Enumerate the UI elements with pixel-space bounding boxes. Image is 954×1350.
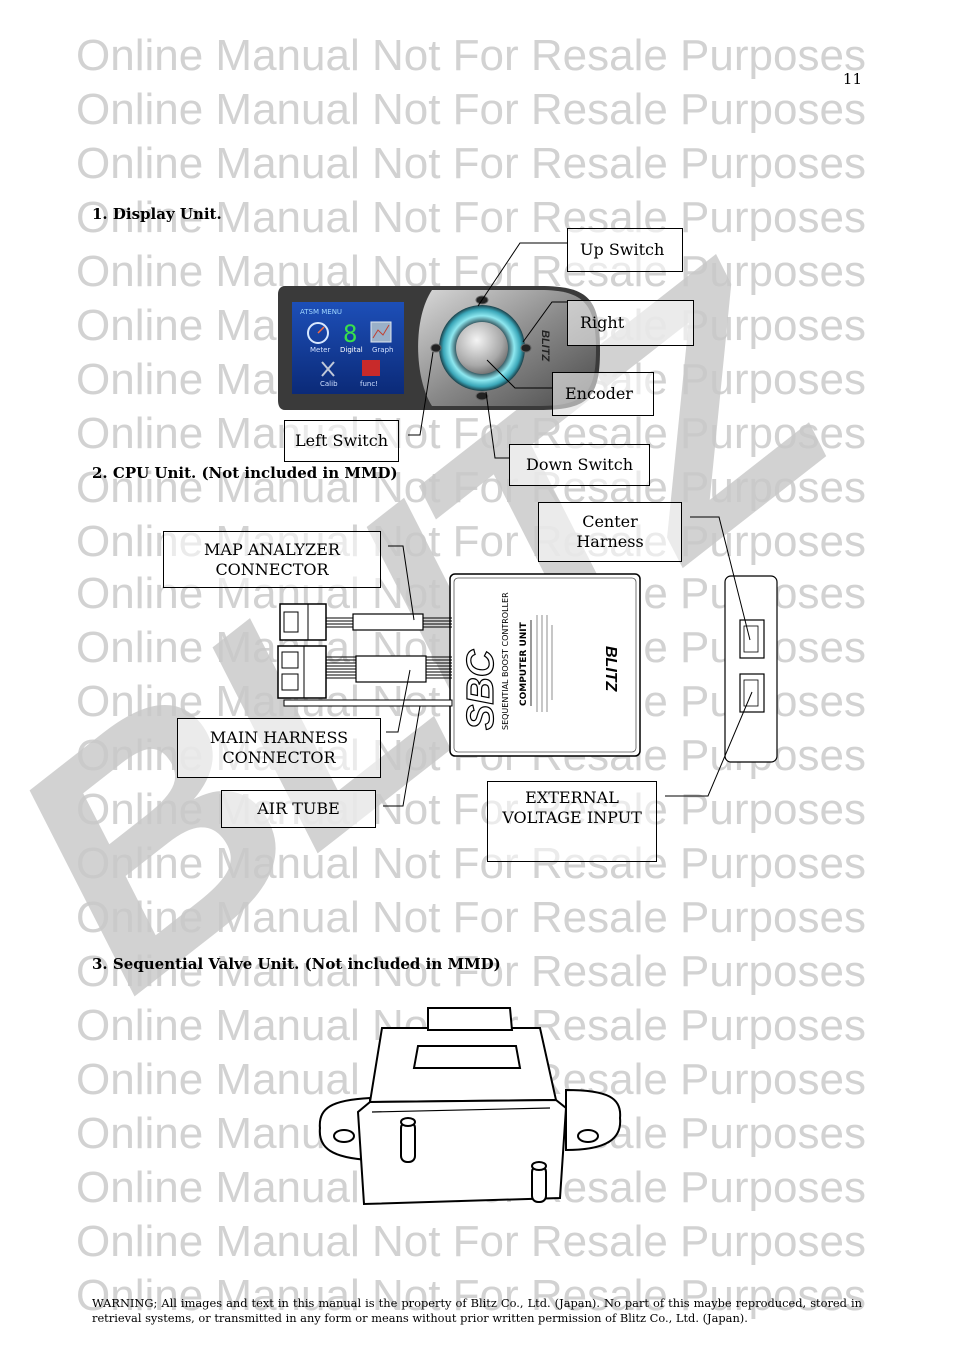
watermark-line: Online Manual Not For Resale Purposes bbox=[76, 839, 866, 888]
cpu-unit-device: SBC SEQUENTIAL BOOST CONTROLLER COMPUTER… bbox=[449, 573, 641, 757]
encoder-knob[interactable] bbox=[456, 322, 508, 374]
cpu-side-view bbox=[724, 575, 778, 763]
air-tube bbox=[283, 699, 453, 707]
screen-meter-label: Meter bbox=[310, 346, 330, 354]
callout-center-harness-line2: Harness bbox=[576, 532, 644, 551]
watermark-line: Online Manual Not For Resale Purposes bbox=[76, 463, 866, 512]
screen-calib-label: Calib bbox=[320, 380, 338, 388]
cpu-subtitle-text: COMPUTER UNIT bbox=[519, 621, 529, 706]
watermark-line: Online Manual Not For Resale Purposes bbox=[76, 409, 866, 458]
sbc-logo: SBC bbox=[460, 649, 502, 730]
down-switch-button[interactable] bbox=[475, 391, 489, 401]
watermark-line: Online Manual Not For Resale Purposes bbox=[76, 85, 866, 134]
watermark-line: Online Manual Not For Resale Purposes bbox=[76, 139, 866, 188]
watermark-line: Online Manual Not For Resale Purposes bbox=[76, 31, 866, 80]
section-heading-cpu-unit: 2. CPU Unit. (Not included in MMD) bbox=[92, 464, 398, 482]
calib-icon bbox=[321, 361, 335, 377]
callout-left-switch: Left Switch bbox=[284, 420, 399, 462]
callout-external-voltage-line2: VOLTAGE INPUT bbox=[502, 808, 642, 827]
callout-right: Right bbox=[567, 300, 694, 346]
section-heading-display-unit: 1. Display Unit. bbox=[92, 205, 222, 223]
page-number: 11 bbox=[842, 70, 862, 88]
watermark-line: Online Manual Not For Resale Purposes bbox=[76, 785, 866, 834]
callout-up-switch: Up Switch bbox=[567, 228, 683, 272]
digital-icon: 8 bbox=[343, 320, 357, 348]
callout-external-voltage-line1: EXTERNAL bbox=[525, 788, 619, 807]
callout-center-harness: Center Harness bbox=[538, 502, 682, 562]
copyright-warning: WARNING; All images and text in this man… bbox=[92, 1296, 862, 1325]
watermark-line: Online Manual Not For Resale Purposes bbox=[76, 1271, 866, 1320]
watermark-line: Online Manual Not For Resale Purposes bbox=[76, 893, 866, 942]
display-unit-device: ATSM MENU 8 Meter Digital Graph Calib fu… bbox=[278, 286, 600, 410]
watermark-line: Online Manual Not For Resale Purposes bbox=[76, 947, 866, 996]
callout-main-harness: MAIN HARNESS CONNECTOR bbox=[177, 718, 381, 778]
valve-unit-device bbox=[318, 1007, 622, 1206]
screen-digital-label: Digital bbox=[340, 346, 363, 354]
callout-air-tube: AIR TUBE bbox=[221, 790, 376, 828]
display-leader-lines bbox=[408, 242, 567, 459]
section-heading-valve-unit: 3. Sequential Valve Unit. (Not included … bbox=[92, 955, 501, 973]
display-brand-logo: BLITZ bbox=[539, 330, 551, 362]
callout-encoder: Encoder bbox=[552, 372, 654, 416]
callout-map-analyzer: MAP ANALYZER CONNECTOR bbox=[163, 531, 381, 588]
callout-map-analyzer-line2: CONNECTOR bbox=[215, 559, 329, 579]
graph-icon bbox=[370, 321, 392, 343]
right-switch-button[interactable] bbox=[520, 343, 532, 353]
watermark-line: Online Manual Not For Resale Purposes bbox=[76, 193, 866, 242]
screen-graph-label: Graph bbox=[372, 346, 393, 354]
cpu-title-text: SEQUENTIAL BOOST CONTROLLER bbox=[501, 592, 510, 730]
map-analyzer-plug bbox=[279, 603, 327, 641]
callout-main-harness-line1: MAIN HARNESS bbox=[209, 728, 349, 747]
left-switch-button[interactable] bbox=[430, 343, 442, 353]
callout-center-harness-line1: Center bbox=[582, 512, 638, 531]
callout-main-harness-line2: CONNECTOR bbox=[222, 748, 336, 767]
cpu-connectors bbox=[277, 603, 453, 707]
screen-func-label: func! bbox=[360, 380, 378, 388]
func-icon bbox=[362, 360, 380, 376]
callout-down-switch: Down Switch bbox=[509, 444, 650, 486]
meter-icon bbox=[307, 322, 329, 344]
callout-external-voltage: EXTERNAL VOLTAGE INPUT bbox=[487, 781, 657, 862]
callout-map-analyzer-line1: MAP ANALYZER bbox=[204, 539, 340, 559]
watermark-line: Online Manual Not For Resale Purposes bbox=[76, 1217, 866, 1266]
cpu-leader-lines bbox=[383, 516, 753, 807]
cpu-brand-logo: BLITZ bbox=[602, 646, 619, 693]
display-screen bbox=[292, 302, 404, 394]
screen-title: ATSM MENU bbox=[300, 308, 342, 316]
